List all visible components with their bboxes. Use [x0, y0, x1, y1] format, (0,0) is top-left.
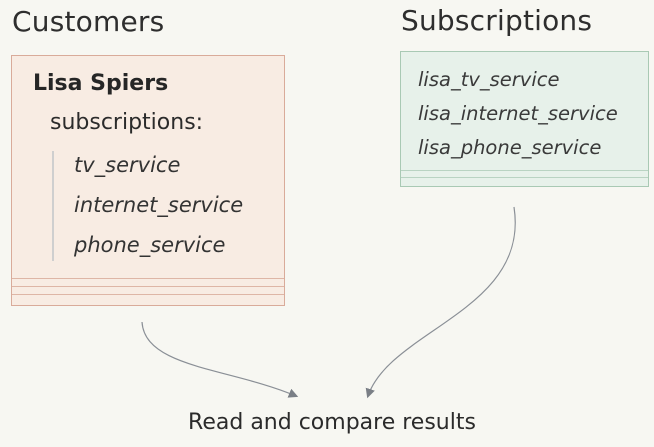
subscriptions-to-results-arrow	[365, 206, 516, 399]
results-caption: Read and compare results	[188, 410, 476, 435]
subscription-service-list: lisa_tv_service lisa_internet_service li…	[418, 63, 618, 165]
customer-subscription-item: phone_service	[74, 233, 226, 257]
subscription-service-item: lisa_internet_service	[418, 102, 618, 125]
customer-subscription-list: tv_service internet_service phone_servic…	[52, 151, 243, 261]
subscription-card: lisa_tv_service lisa_internet_service li…	[400, 51, 649, 187]
subscriptions-field-label: subscriptions:	[50, 110, 204, 135]
customers-to-results-arrow	[141, 321, 299, 398]
customer-name: Lisa Spiers	[33, 71, 169, 96]
subscription-service-item: lisa_phone_service	[418, 136, 602, 159]
customers-heading: Customers	[12, 5, 165, 38]
subscriptions-heading: Subscriptions	[401, 4, 593, 37]
subscription-service-item: lisa_tv_service	[418, 68, 560, 91]
customer-subscription-item: internet_service	[74, 193, 244, 217]
customer-subscription-item: tv_service	[74, 153, 181, 177]
customer-card: Lisa Spiers subscriptions: tv_service in…	[11, 55, 285, 306]
